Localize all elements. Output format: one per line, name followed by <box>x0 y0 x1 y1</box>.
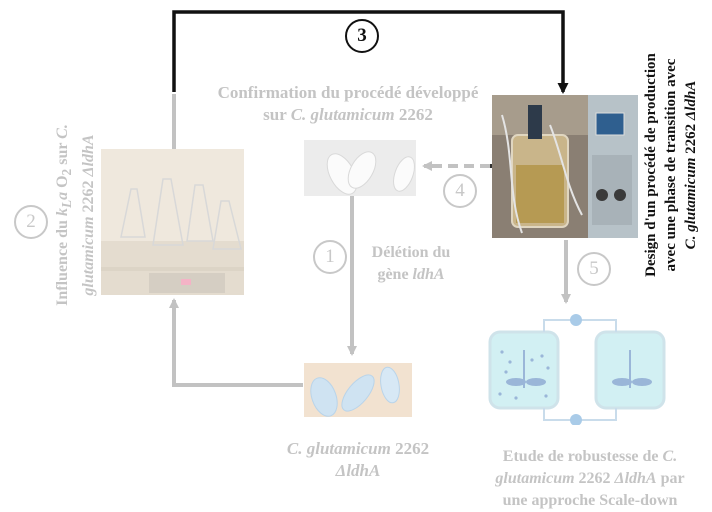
deletion-line-2: gène ldhA <box>377 266 445 283</box>
influence-line-2: glutamicum 2262 ΔldhA <box>80 134 98 296</box>
step-2-circle: 2 <box>14 205 48 239</box>
robustness-line-1: Etude de robustesse de C. <box>502 448 678 465</box>
arrow-3 <box>172 10 569 94</box>
confirmation-label: Confirmation du procédé développé sur C.… <box>196 82 500 126</box>
shake-flask-photo <box>101 149 244 295</box>
sem-cells-photo <box>304 140 416 196</box>
deletion-label: Délétion du gène ldhA <box>362 242 460 286</box>
shake-flask-illustration <box>101 149 244 295</box>
robustness-line-3: une approche Scale-down <box>502 492 678 509</box>
design-line-1: Design d'un procédé de production <box>643 53 659 277</box>
mutant-cells-photo <box>304 363 412 417</box>
design-label: Design d'un procédé de production avec u… <box>641 12 701 318</box>
scale-down-schematic <box>488 314 666 425</box>
bioreactor-photo <box>492 95 638 238</box>
influence-line-1: Influence du kLa O2 sur C. <box>54 124 75 306</box>
influence-label: Influence du kLa O2 sur C. glutamicum 22… <box>52 100 100 330</box>
deletion-line-1: Délétion du <box>371 244 451 261</box>
step-3-circle: 3 <box>345 19 379 53</box>
sem-cells-illustration <box>304 140 416 196</box>
mutant-cells-illustration <box>304 363 412 417</box>
robustness-label: Etude de robustesse de C. glutamicum 226… <box>470 446 710 512</box>
mutant-line-1: C. glutamicum 2262 <box>286 439 430 458</box>
bioreactor-illustration <box>492 95 638 238</box>
confirmation-line-1: Confirmation du procédé développé <box>217 83 479 102</box>
design-line-2: avec une phase de transition avec <box>663 58 679 272</box>
step-4-circle: 4 <box>443 174 477 208</box>
mutant-label: C. glutamicum 2262 ΔldhA <box>258 438 458 482</box>
robustness-line-2: glutamicum 2262 ΔldhA par <box>495 470 685 487</box>
step-1-circle: 1 <box>313 240 347 274</box>
confirmation-line-2: sur C. glutamicum 2262 <box>263 105 433 124</box>
step-5-circle: 5 <box>577 252 611 286</box>
mutant-line-2: ΔldhA <box>335 461 381 480</box>
design-line-3: C. glutamicum 2262 ΔldhA <box>683 80 699 250</box>
arrow-2 <box>169 298 303 387</box>
